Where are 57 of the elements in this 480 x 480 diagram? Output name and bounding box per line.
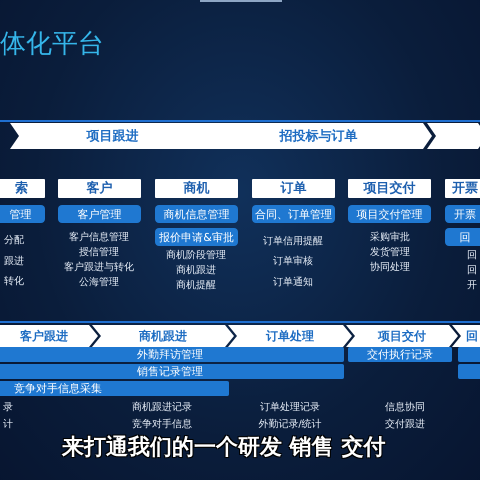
- feature-item: 商机提醒: [176, 281, 216, 291]
- feature-item: 开: [467, 281, 477, 291]
- stage-banner: [427, 123, 480, 149]
- column-header: 订单: [252, 179, 335, 198]
- feature-item: 订单信用提醒: [263, 237, 323, 247]
- function-button: 管理: [0, 205, 45, 223]
- column-header: 开票: [445, 179, 480, 198]
- feature-item: 采购审批: [370, 233, 410, 243]
- stage-banner: 项目交付: [346, 325, 458, 347]
- column-header: 项目交付: [348, 179, 431, 198]
- function-button: 商机信息管理: [155, 205, 238, 223]
- feature-item: 订单审核: [273, 257, 313, 267]
- function-button: 客户管理: [58, 205, 141, 223]
- feature-bar: [458, 364, 480, 379]
- feature-item: 授信管理: [79, 248, 119, 258]
- feature-bar: [458, 347, 480, 362]
- stage-banner: 商机跟进: [92, 325, 234, 347]
- feature-bar: 外勤拜访管理: [0, 347, 344, 362]
- function-button: 项目交付管理: [348, 205, 431, 223]
- feature-item: 回: [467, 251, 477, 261]
- function-button: 报价申请&审批: [155, 228, 238, 246]
- feature-item: 商机跟进记录: [132, 403, 192, 413]
- feature-item: 客户信息管理: [69, 233, 129, 243]
- feature-item: 交付跟进: [385, 420, 425, 430]
- feature-bar: 销售记录管理: [0, 364, 344, 379]
- feature-item: 竞争对手信息: [132, 420, 192, 430]
- stage-banner: 项目跟进: [10, 123, 215, 149]
- function-button: 合同、订单管理: [252, 205, 335, 223]
- feature-bar: 竞争对手信息采集: [0, 381, 229, 396]
- feature-item: 跟进: [4, 257, 24, 267]
- column-header: 客户: [58, 179, 141, 198]
- feature-item: 外勤记录/统计: [258, 420, 322, 430]
- column-header: 索: [0, 179, 45, 198]
- column-header: 商机: [155, 179, 238, 198]
- video-subtitle: 来打通我们的一个研发 销售 交付: [62, 436, 386, 460]
- feature-item: 订单通知: [273, 278, 313, 288]
- stage-banner: 客户跟进: [0, 325, 98, 347]
- feature-item: 商机跟进: [176, 266, 216, 276]
- feature-item: 客户跟进与转化: [64, 263, 134, 273]
- function-button: 开票: [445, 205, 480, 223]
- feature-item: 录: [3, 403, 13, 413]
- stage-banner: 订单处理: [228, 325, 352, 347]
- stage-banner: 招投标与订单: [205, 123, 432, 149]
- feature-bar: 交付执行记录: [348, 347, 452, 362]
- feature-item: 计: [3, 420, 13, 430]
- stage-banner: 回: [452, 325, 480, 347]
- feature-item: 公海管理: [79, 278, 119, 288]
- feature-item: 订单处理记录: [260, 403, 320, 413]
- feature-item: 分配: [4, 236, 24, 246]
- feature-item: 协同处理: [370, 263, 410, 273]
- function-button: 回: [445, 228, 480, 246]
- feature-item: 商机阶段管理: [166, 251, 226, 261]
- feature-item: 信息协同: [385, 403, 425, 413]
- feature-item: 转化: [4, 277, 24, 287]
- slide-title: 体化平台: [0, 30, 104, 59]
- feature-item: 回: [467, 266, 477, 276]
- feature-item: 发货管理: [370, 248, 410, 258]
